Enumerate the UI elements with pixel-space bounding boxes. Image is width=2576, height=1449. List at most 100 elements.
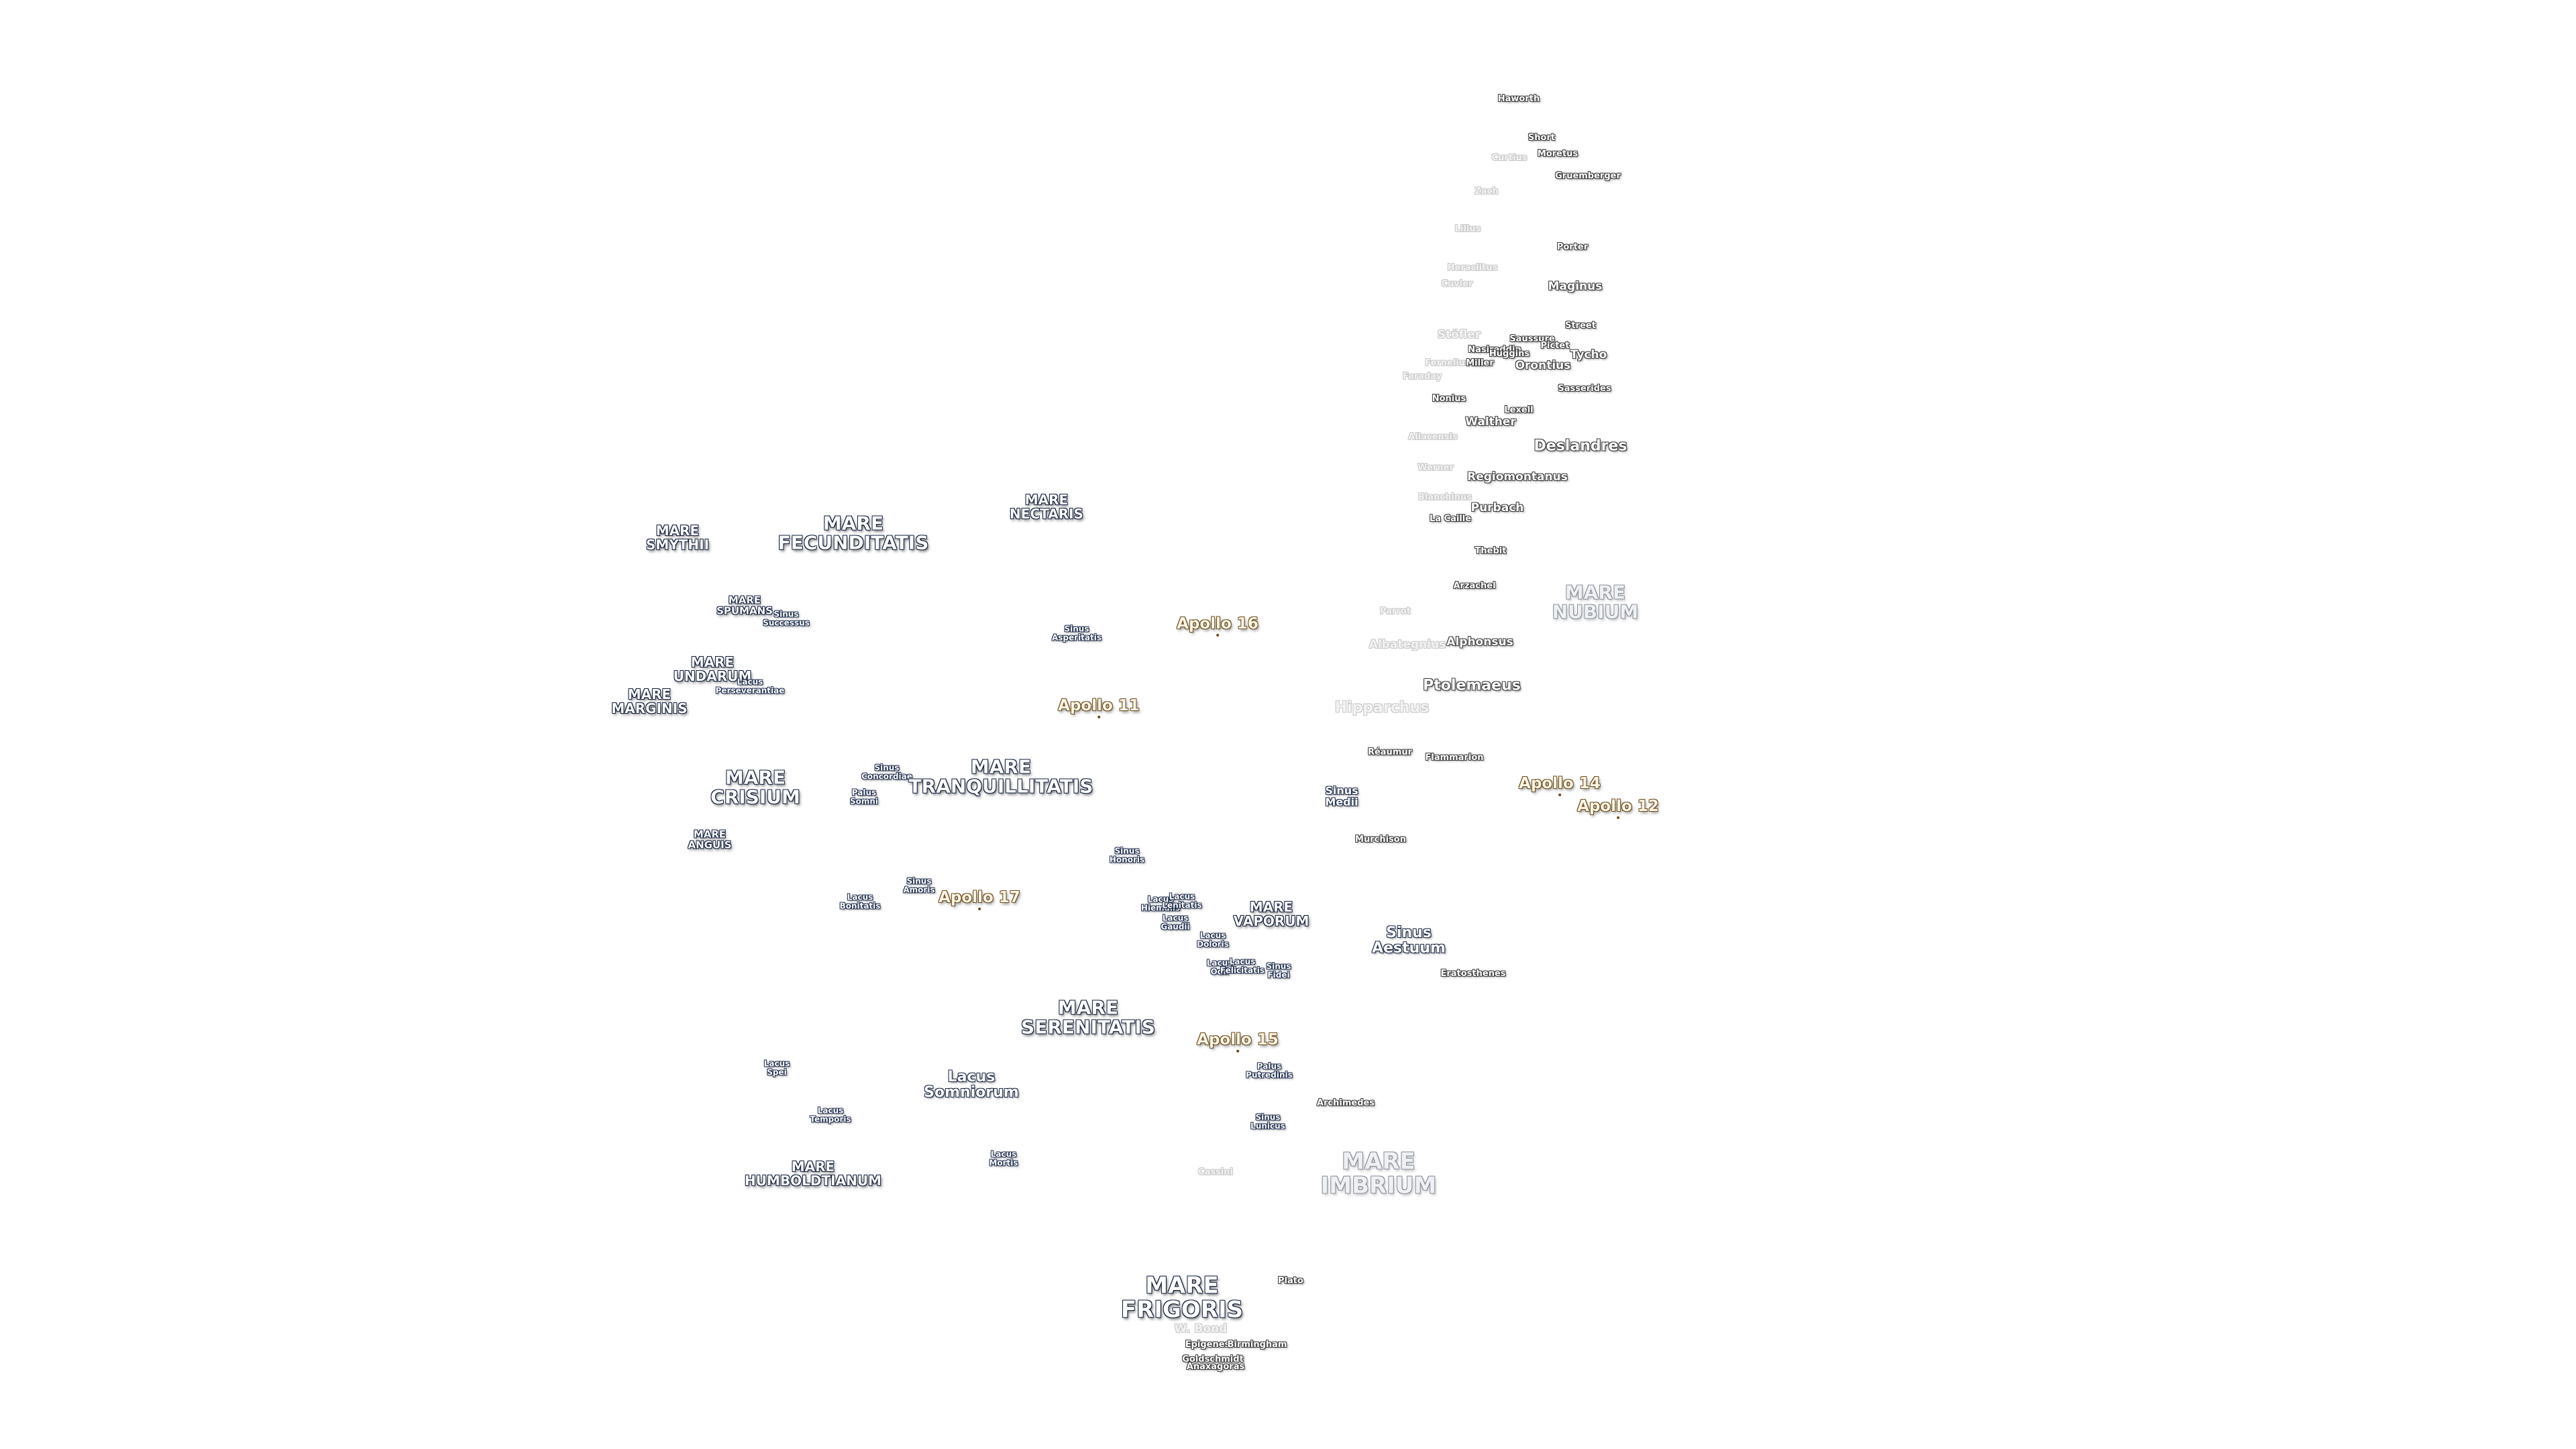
label-mare-vaporum: MARE VAPORUM xyxy=(1233,899,1309,929)
label-palus-somni: Palus Somni xyxy=(849,788,879,806)
label-mare-fecunditatis: MARE FECUNDITATIS xyxy=(777,512,929,554)
label-mare-humboldtianum: MARE HUMBOLDTIANUM xyxy=(745,1159,881,1189)
label-gruemberger: Gruemberger xyxy=(1555,171,1621,182)
label-reaumur: Réaumur xyxy=(1367,747,1413,758)
label-mare-spumans: MARE SPUMANS xyxy=(716,594,773,616)
label-parrot: Parrot xyxy=(1380,606,1411,617)
label-nonius: Nonius xyxy=(1432,394,1466,405)
label-faraday: Faraday xyxy=(1402,372,1442,382)
label-sinus-successus: Sinus Successus xyxy=(763,609,810,627)
label-mare-nubium: MARE NUBIUM xyxy=(1552,581,1639,623)
label-sasserides: Sasserides xyxy=(1558,384,1611,394)
label-lacus-spei: Lacus Spei xyxy=(763,1059,790,1077)
label-tycho: Tycho xyxy=(1570,348,1607,362)
label-goldschmidt: Goldschmidt xyxy=(1182,1354,1244,1365)
label-huggins: Huggins xyxy=(1489,349,1530,360)
label-lacus-mortis: Lacus Mortis xyxy=(989,1149,1018,1167)
label-short: Short xyxy=(1527,133,1556,144)
label-archimedes: Archimedes xyxy=(1316,1098,1375,1109)
label-sinus-fidei: Sinus Fidei xyxy=(1266,961,1291,979)
label-zach: Zach xyxy=(1474,186,1499,197)
label-sinus-amoris: Sinus Amoris xyxy=(903,876,935,894)
label-walther: Walther xyxy=(1465,415,1516,429)
label-orontius: Orontius xyxy=(1515,359,1571,373)
label-mare-crisium: MARE CRISIUM xyxy=(710,766,800,808)
label-lacus-lenitatis: Lacus Lenitatis xyxy=(1162,892,1202,910)
label-mare-marginis: MARE MARGINIS xyxy=(611,686,688,716)
label-mare-nectaris: MARE NECTARIS xyxy=(1010,492,1083,522)
label-arzachel: Arzachel xyxy=(1453,581,1496,592)
label-deslandres: Deslandres xyxy=(1534,437,1627,455)
label-porter: Porter xyxy=(1556,242,1589,253)
label-albategnius: Albategnius xyxy=(1368,638,1446,652)
landing-site-marker-icon xyxy=(1558,794,1561,797)
apollo-site-apollo-12: Apollo 12 xyxy=(1577,798,1659,820)
label-sinus-lunicus: Sinus Lunicus xyxy=(1250,1112,1285,1130)
label-purbach: Purbach xyxy=(1470,501,1524,515)
label-lacus-bonitatis: Lacus Bonitatis xyxy=(839,892,881,910)
apollo-site-apollo-15: Apollo 15 xyxy=(1197,1032,1279,1053)
label-sinus-concordiae: Sinus Concordiae xyxy=(861,763,912,781)
label-birmingham: Birmingham xyxy=(1227,1340,1287,1350)
label-lacus-gaudii: Lacus Gaudii xyxy=(1161,913,1190,931)
label-flammarion: Flammarion xyxy=(1425,753,1484,763)
label-lilius: Lilius xyxy=(1454,224,1481,235)
label-lacus-hiemalis: Lacus Hiemalis xyxy=(1140,894,1181,912)
label-hipparchus: Hipparchus xyxy=(1334,699,1430,716)
label-anaxagoras: Anaxagoras xyxy=(1186,1362,1245,1373)
label-mare-undarum: MARE UNDARUM xyxy=(673,654,752,684)
label-nasireddin: Nasireddin xyxy=(1468,345,1521,356)
label-blanchinus: Blanchinus xyxy=(1417,492,1472,503)
label-haworth: Haworth xyxy=(1497,94,1540,105)
apollo-site-apollo-11: Apollo 11 xyxy=(1058,698,1140,719)
label-alphonsus: Alphonsus xyxy=(1446,635,1513,649)
label-stofler: Stöfler xyxy=(1437,328,1481,342)
label-cassini: Cassini xyxy=(1198,1167,1233,1178)
label-sinus-asperitatis: Sinus Asperitatis xyxy=(1051,624,1102,642)
label-mare-imbrium: MARE IMBRIUM xyxy=(1320,1148,1437,1199)
label-lacus-felicitatis: Lacus Felicitatis xyxy=(1220,957,1265,975)
label-epigenes: Epigenes xyxy=(1185,1340,1230,1350)
label-lacus-somniorum: Lacus Somniorum xyxy=(924,1068,1019,1101)
landing-site-marker-icon xyxy=(1097,716,1100,719)
label-sinus-honoris: Sinus Honoris xyxy=(1109,846,1145,864)
label-plato: Plato xyxy=(1278,1276,1303,1287)
apollo-site-apollo-16: Apollo 16 xyxy=(1177,616,1258,637)
label-regiomontanus: Regiomontanus xyxy=(1467,470,1568,484)
label-mare-smythii: MARE SMYTHII xyxy=(645,523,710,553)
label-w-bond: W. Bond xyxy=(1174,1322,1228,1336)
label-ptolemaeus: Ptolemaeus xyxy=(1423,677,1521,694)
label-maginus: Maginus xyxy=(1548,280,1603,294)
label-fernelius: Fernelius xyxy=(1425,358,1470,369)
label-lacus-temporis: Lacus Temporis xyxy=(810,1106,851,1124)
label-lexell: Lexell xyxy=(1504,405,1534,416)
label-lacus-odii: Lacus Odii xyxy=(1206,958,1233,976)
label-heraclitus: Heraclitus xyxy=(1447,263,1498,274)
label-lacus-doloris: Lacus Doloris xyxy=(1197,930,1229,949)
label-saussure: Saussure xyxy=(1509,334,1555,345)
label-mare-serenitatis: MARE SERENITATIS xyxy=(1021,996,1155,1038)
label-murchison: Murchison xyxy=(1355,835,1406,845)
label-pictet: Pictet xyxy=(1540,341,1570,352)
label-la-caille: La Caille xyxy=(1429,514,1472,525)
label-werner: Werner xyxy=(1417,463,1454,474)
landing-site-marker-icon xyxy=(978,908,981,911)
label-thebit: Thebit xyxy=(1474,546,1507,557)
label-curtius: Curtius xyxy=(1491,153,1527,164)
label-mare-anguis: MARE ANGUIS xyxy=(688,828,732,851)
label-eratosthenes: Eratosthenes xyxy=(1440,969,1506,979)
label-mare-frigoris: MARE FRIGORIS xyxy=(1120,1272,1244,1323)
label-cuvier: Cuvier xyxy=(1441,279,1473,290)
landing-site-marker-icon xyxy=(1236,1050,1239,1053)
apollo-site-apollo-14: Apollo 14 xyxy=(1519,775,1601,797)
label-palus-putredinis: Palus Putredinis xyxy=(1246,1061,1293,1079)
landing-site-marker-icon xyxy=(1216,634,1219,637)
landing-site-marker-icon xyxy=(1617,816,1619,820)
label-mare-tranquillitatis: MARE TRANQUILLITATIS xyxy=(908,755,1093,798)
label-aliacensis: Aliacensis xyxy=(1408,432,1458,443)
label-lacus-perseverantiae: Lacus Perseverantiae xyxy=(715,677,785,695)
label-sinus-medii: Sinus Medii xyxy=(1325,784,1358,808)
label-moretus: Moretus xyxy=(1537,149,1578,160)
label-sinus-aestuum: Sinus Aestuum xyxy=(1372,924,1446,957)
